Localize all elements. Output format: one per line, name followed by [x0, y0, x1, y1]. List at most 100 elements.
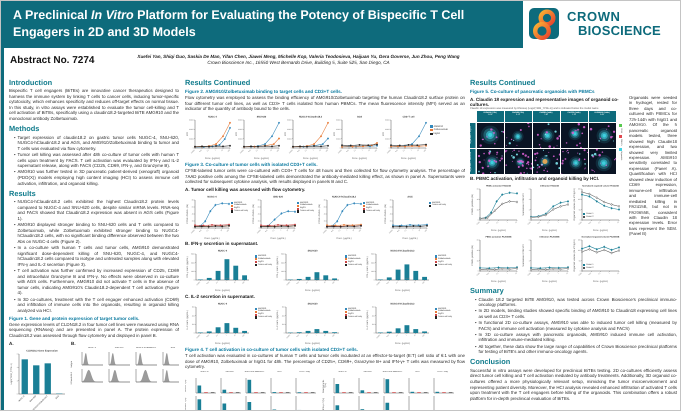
circle: [535, 157, 537, 159]
span: [583, 213, 586, 216]
circle: [351, 223, 354, 226]
circle: [417, 223, 420, 226]
circle: [483, 159, 485, 161]
span: [434, 263, 437, 266]
text: 1: [213, 228, 216, 231]
svg: [195, 377, 216, 394]
fig4-row-label: IFN-γ+ T(%): [323, 397, 325, 410]
svg: NUGC-4IL-2 conc. (pg/mL)Conc. (µg/mL)020…: [186, 302, 249, 345]
div: 0.69: [600, 114, 604, 117]
div: hIgG1: [344, 313, 362, 316]
circle: [271, 145, 273, 148]
text: 100: [578, 198, 581, 201]
figure3-panel-b: B. IFN-γ secretion in supernatant.NUGC-4…: [185, 241, 465, 292]
span: Tumor cell only: [431, 204, 446, 207]
text: MFI: [382, 131, 385, 135]
text: 0: [391, 226, 392, 229]
svg: [195, 395, 202, 410]
rect: [279, 392, 283, 393]
span: hIgG1: [433, 132, 441, 135]
text: 0.01: [588, 220, 592, 224]
fig4-column-title: CD3+T only: [437, 370, 448, 373]
text: 100: [241, 281, 245, 285]
div: [160, 351, 179, 368]
text: CLDN18.2 Gene Expression: [26, 349, 58, 352]
rect: [367, 392, 371, 393]
div: Tumor cell only: [296, 210, 314, 213]
div: PA2415B (72h): [483, 112, 497, 114]
text: 100: [421, 281, 425, 285]
circle: [567, 267, 569, 269]
polyline: [194, 145, 231, 147]
circle: [273, 225, 276, 228]
circle: [583, 158, 586, 161]
rect: [395, 269, 401, 281]
rect: [360, 409, 365, 410]
path: [136, 369, 157, 382]
circle: [362, 145, 364, 148]
svg: [270, 377, 291, 394]
polyline: [530, 200, 569, 217]
span: AMG910: [365, 201, 375, 204]
path: [162, 369, 179, 382]
circle: [504, 164, 507, 166]
circle: [555, 158, 558, 161]
circle: [489, 128, 493, 131]
circle: [545, 154, 547, 157]
circle: [618, 208, 620, 210]
circle: [313, 142, 315, 145]
circle: [573, 161, 577, 165]
span: Tumor cell only: [437, 263, 452, 266]
text: 20000: [336, 137, 341, 140]
circle: [285, 223, 288, 226]
span: [434, 261, 437, 264]
text: 0.0001: [322, 228, 328, 234]
circle: [510, 138, 512, 141]
i: In Vitro: [91, 8, 134, 22]
circle: [512, 149, 515, 152]
circle: [487, 132, 492, 137]
text: Conc. (µg/mL): [395, 342, 410, 345]
text: 100: [241, 333, 245, 337]
circle: [517, 150, 520, 152]
svg: [408, 377, 429, 394]
text: 0: [284, 279, 285, 282]
circle: [520, 160, 524, 164]
rect: [233, 327, 239, 333]
svg: [383, 395, 390, 410]
path: [433, 395, 435, 410]
text: 100: [374, 148, 378, 152]
text: 150: [578, 238, 581, 241]
text: NUGC-4: [218, 250, 228, 253]
text: 60: [324, 205, 326, 208]
text: IL-2 conc. (pg/mL): [276, 310, 279, 330]
text: 2: [529, 208, 530, 211]
rect: [222, 403, 227, 410]
path: [375, 306, 429, 333]
path: [194, 119, 230, 149]
text: 200: [282, 323, 285, 326]
bullet-item: Tumor cell killing was assessed after 48…: [14, 152, 179, 169]
circle: [567, 203, 569, 205]
div: PBMCs: [619, 135, 623, 145]
span: [230, 210, 233, 213]
circle: [495, 153, 497, 156]
circle: [486, 165, 489, 168]
path: [195, 306, 249, 333]
fig4-activation-chart: [242, 395, 267, 410]
text: 400: [282, 314, 285, 317]
text: 10: [514, 271, 517, 274]
div: [79, 351, 105, 368]
circle: [547, 123, 549, 126]
text: MFI: [284, 131, 287, 135]
panel-a-label: A.: [9, 341, 14, 347]
text: 600: [372, 305, 375, 308]
text: NUGC4-hClaudin18.2: [299, 115, 323, 118]
div: hIgG1: [434, 313, 452, 316]
